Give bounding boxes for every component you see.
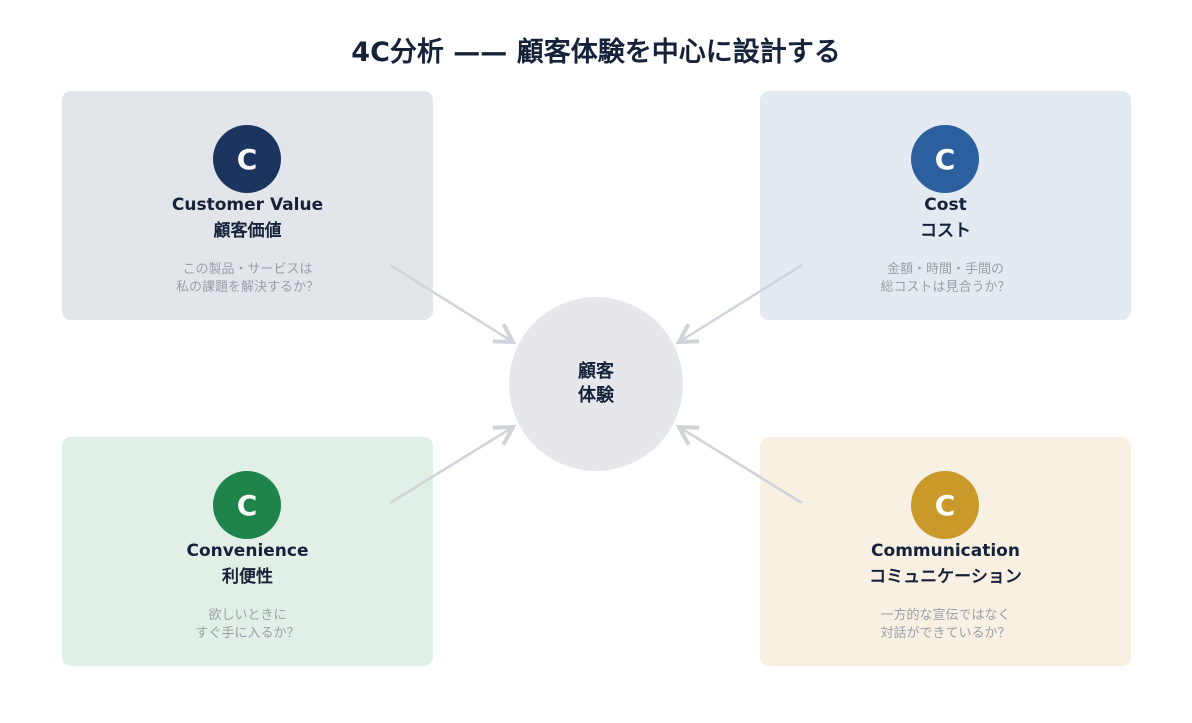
arrow — [675, 263, 803, 345]
arrow — [389, 263, 517, 345]
card-customer-value: C Customer Value 顧客価値 この製品・サービスは私の課題を解決す… — [62, 91, 433, 320]
card-title-jp: 利便性 — [222, 567, 273, 587]
c-badge: C — [213, 471, 281, 539]
card-title-jp: コスト — [920, 221, 971, 241]
card-question: 欲しいときにすぐ手に入るか？ — [62, 607, 433, 643]
c-badge: C — [213, 125, 281, 193]
page-title: 4C分析 —— 顧客体験を中心に設計する — [351, 37, 841, 68]
card-title-en: Convenience — [186, 541, 309, 561]
card-title-en: Communication — [871, 541, 1020, 561]
question-line: 私の課題を解決するか？ — [175, 280, 319, 295]
question-line: 総コストは見合うか？ — [880, 280, 1011, 295]
center-label: 顧客 — [578, 361, 614, 382]
card-question: この製品・サービスは私の課題を解決するか？ — [62, 261, 433, 297]
c-badge: C — [911, 125, 979, 193]
card-question: 金額・時間・手間の総コストは見合うか？ — [760, 261, 1131, 297]
c-badge: C — [911, 471, 979, 539]
question-line: 対話ができているか？ — [880, 626, 1011, 641]
question-line: 一方的な宣伝ではなく — [880, 608, 1011, 623]
card-title-jp: 顧客価値 — [213, 221, 282, 241]
card-convenience: C Convenience 利便性 欲しいときにすぐ手に入るか？ — [62, 437, 433, 666]
arrow — [675, 424, 803, 505]
center-customer-experience: 顧客 体験 — [509, 297, 683, 471]
card-title-en: Customer Value — [171, 195, 324, 215]
card-cost: C Cost コスト 金額・時間・手間の総コストは見合うか？ — [760, 91, 1131, 320]
card-communication: C Communication コミュニケーション 一方的な宣伝ではなく対話がで… — [760, 437, 1131, 666]
card-title-en: Cost — [924, 195, 967, 215]
question-line: この製品・サービスは — [182, 262, 313, 277]
card-question: 一方的な宣伝ではなく対話ができているか？ — [760, 607, 1131, 643]
arrow — [389, 424, 517, 505]
center-label: 体験 — [578, 385, 614, 406]
question-line: 金額・時間・手間の — [886, 262, 1004, 277]
question-line: 欲しいときに — [208, 608, 287, 623]
card-title-jp: コミュニケーション — [869, 567, 1022, 587]
question-line: すぐ手に入るか？ — [195, 626, 300, 641]
